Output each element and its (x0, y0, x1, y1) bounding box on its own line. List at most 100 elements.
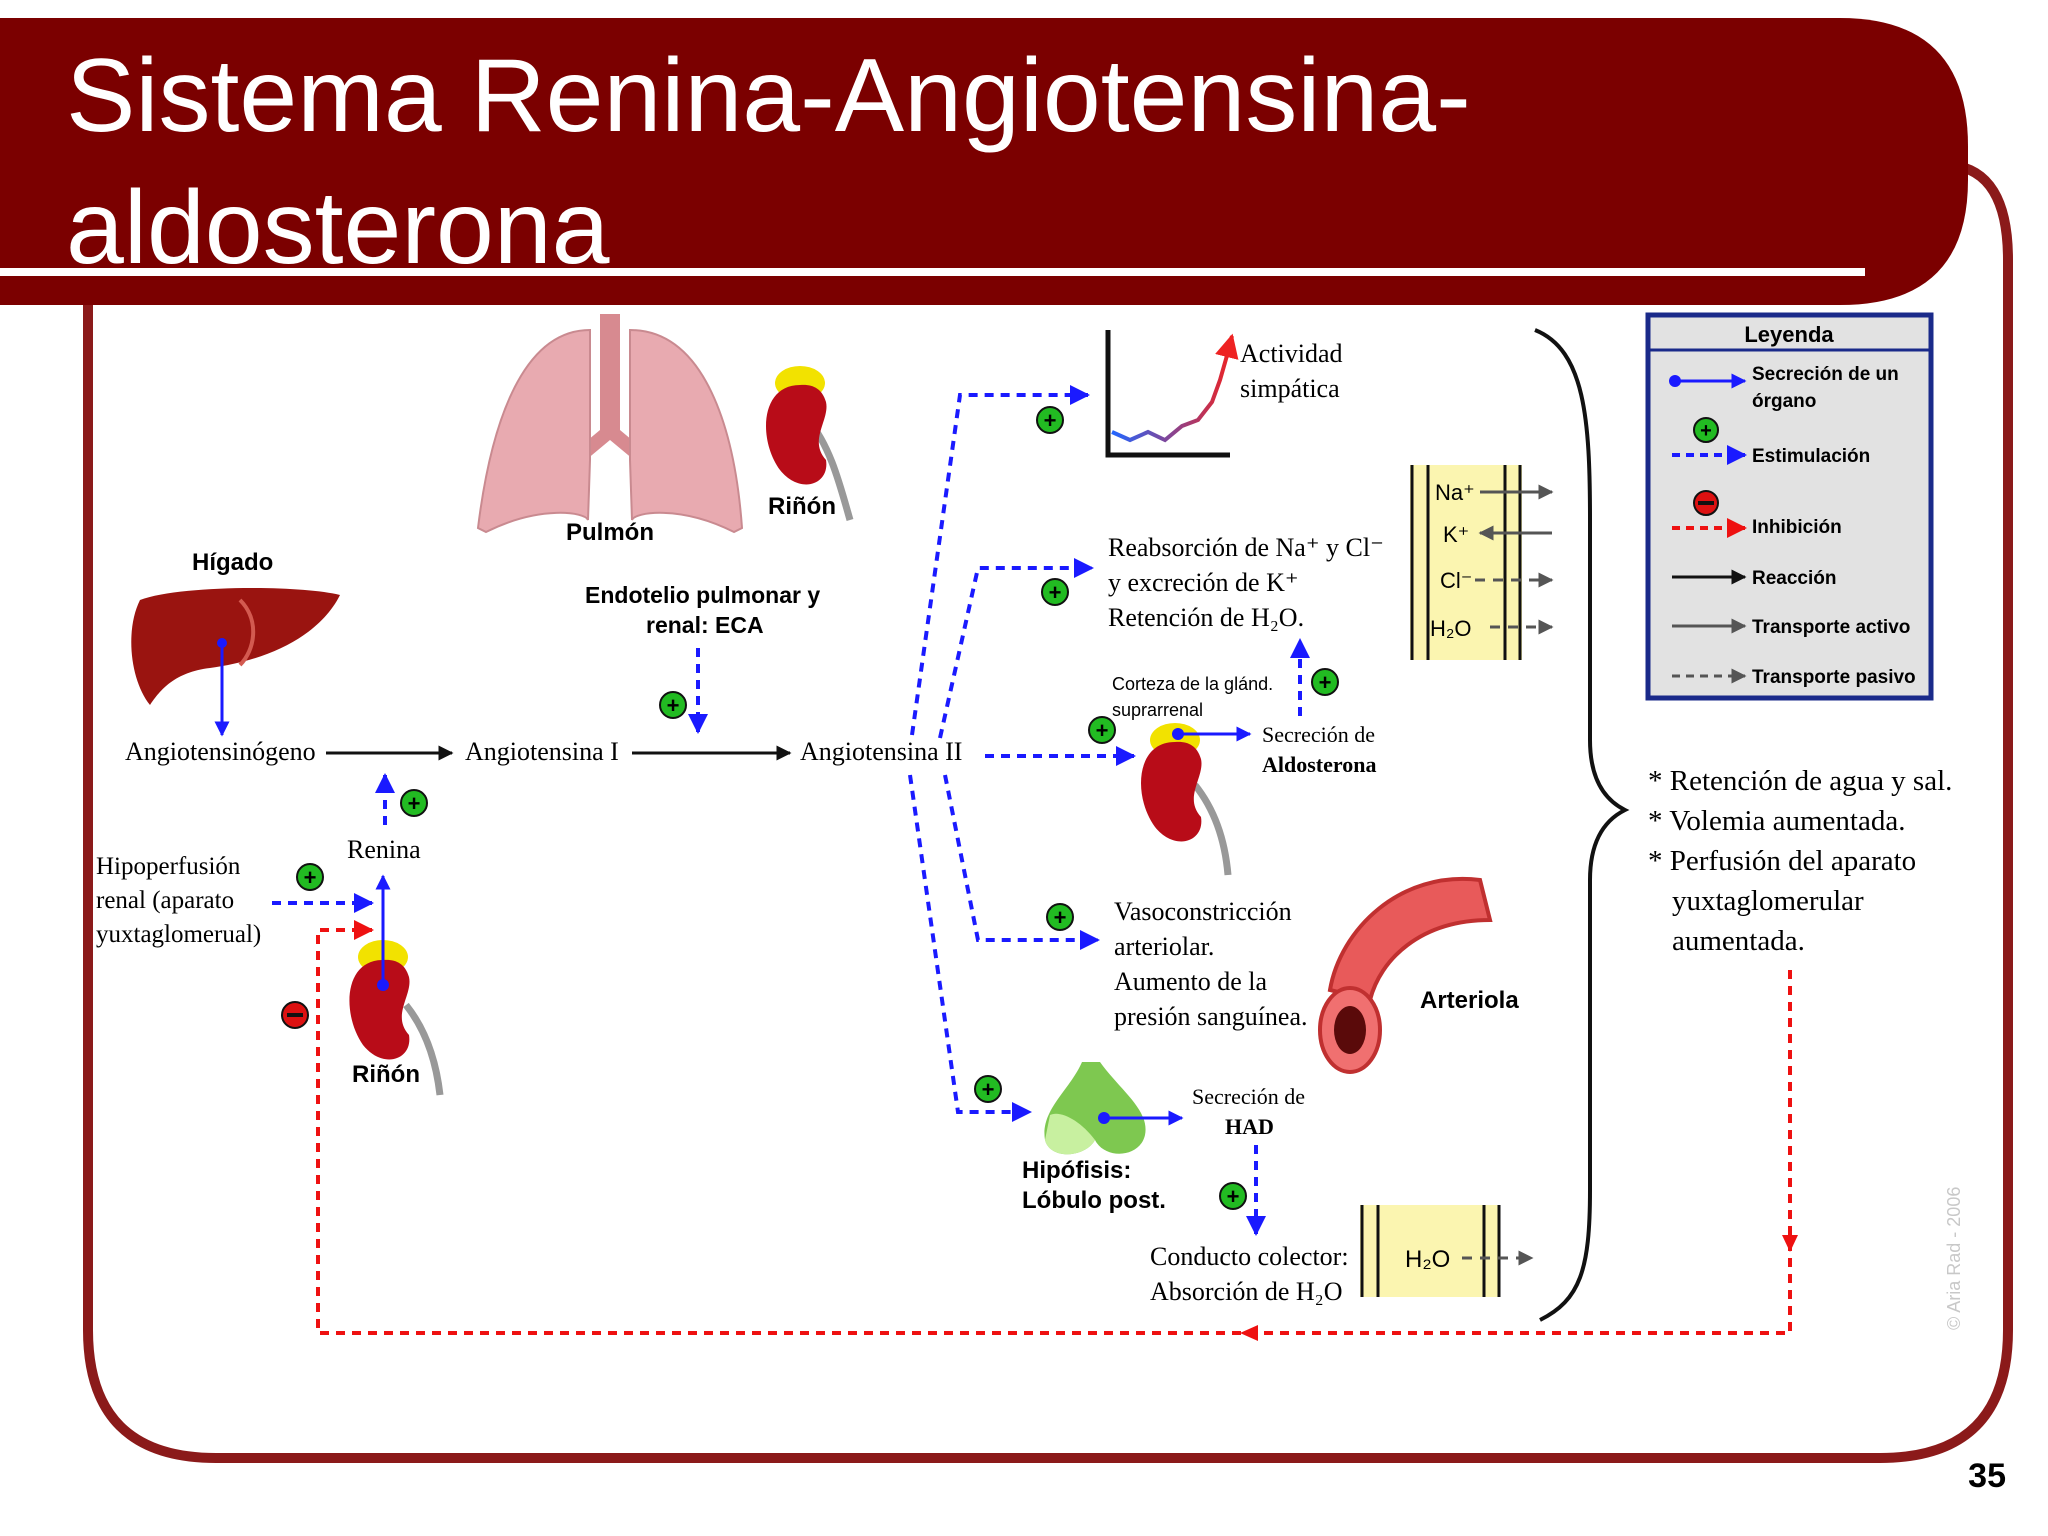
svg-text:+: + (408, 791, 421, 816)
liver-label: Hígado (192, 549, 273, 576)
collector-water-transport (1360, 1205, 1534, 1297)
legend: + (1645, 312, 1934, 701)
pituitary-label-line-1: Hipófisis: (1022, 1157, 1131, 1184)
lung-illustration (476, 314, 744, 534)
arteriole-label: Arteriola (1420, 987, 1519, 1014)
header-band (0, 18, 1968, 305)
hypoperfusion-label-line-3: yuxtaglomerual) (96, 921, 261, 948)
adrenal-secretion-dot (1172, 728, 1184, 740)
outcome-line-1: * Retención de agua y sal. (1648, 765, 1952, 797)
plus-icon: + (400, 789, 428, 817)
adrenal-label-line-1: Corteza de la glánd. (1112, 674, 1273, 694)
header-underline (0, 268, 1865, 276)
reabsorption-label-line-1: Reabsorción de Na⁺ y Cl⁻ (1108, 533, 1384, 562)
plus-icon: + (1311, 668, 1339, 696)
slide-title-line-2: aldosterona (66, 170, 610, 286)
content-border (83, 160, 2013, 1463)
plus-icon: + (1046, 903, 1074, 931)
angiotensin2-label: Angiotensina II (800, 737, 962, 766)
svg-text:+: + (1049, 580, 1062, 605)
sympathetic-label-line-2: simpática (1240, 374, 1340, 403)
legend-secretion-line-2: órgano (1752, 391, 1816, 412)
liver-illustration (131, 588, 340, 705)
adrenal-label-line-2: suprarrenal (1112, 700, 1203, 720)
pituitary-label-line-2: Lóbulo post. (1022, 1187, 1166, 1214)
svg-text:+: + (1319, 670, 1332, 695)
collector-label-line-2: Absorción de H₂O (1150, 1277, 1342, 1306)
pituitary-illustration (1044, 1062, 1146, 1155)
svg-text:+: + (667, 693, 680, 718)
branch-reabsorption (938, 558, 1094, 739)
had-label-line-1: Secreción de (1192, 1084, 1305, 1109)
had-label-line-2: HAD (1225, 1114, 1274, 1139)
ace-label-line-1: Endotelio pulmonar y (585, 582, 820, 608)
svg-text:+: + (982, 1077, 995, 1102)
svg-text:+: + (1044, 408, 1057, 433)
outcome-line-5: aumentada. (1672, 925, 1805, 957)
svg-text:+: + (1700, 420, 1712, 442)
vaso-label-line-1: Vasoconstricción (1114, 897, 1292, 926)
ion-h2o-collector: H₂O (1405, 1246, 1450, 1273)
liver-secretion-dot (217, 638, 227, 648)
ion-cl: Cl⁻ (1440, 568, 1472, 593)
svg-text:+: + (1227, 1184, 1240, 1209)
hypoperfusion-label-line-1: Hipoperfusión (96, 853, 241, 880)
page-number: 35 (1968, 1457, 2006, 1495)
kidney-renin-dot (377, 979, 389, 991)
arteriole-illustration (1318, 876, 1493, 1074)
aldosterone-label-line-2: Aldosterona (1262, 752, 1377, 777)
legend-stimulation: Estimulación (1752, 446, 1870, 467)
ion-h2o: H₂O (1430, 616, 1472, 641)
legend-title: Leyenda (1744, 322, 1834, 347)
feedback-inhibition-loop (316, 920, 1792, 1335)
svg-text:+: + (1096, 718, 1109, 743)
plus-icon: + (1219, 1182, 1247, 1210)
vaso-label-line-4: presión sanguínea. (1114, 1002, 1308, 1031)
ion-na: Na⁺ (1435, 480, 1475, 505)
vaso-label-line-3: Aumento de la (1114, 967, 1268, 996)
plus-icon: + (659, 691, 687, 719)
tubule-ion-transport (1410, 465, 1554, 660)
ion-k: K⁺ (1443, 522, 1469, 547)
adrenal-kidney-illustration (1141, 723, 1232, 876)
renin-label: Renina (347, 835, 421, 864)
aldosterone-label-line-1: Secreción de (1262, 722, 1375, 747)
kidney-top-illustration (766, 366, 854, 521)
kidney-top-label: Riñón (768, 493, 836, 520)
collector-label-line-1: Conducto colector: (1150, 1242, 1349, 1271)
feedback-arrowhead-down (1782, 1235, 1798, 1252)
sympathetic-activity-graph (1105, 330, 1239, 458)
plus-icon: + (1036, 406, 1064, 434)
legend-reaction: Reacción (1752, 568, 1836, 589)
feedback-arrowhead-left (1240, 1325, 1258, 1341)
plus-icon: + (1041, 578, 1069, 606)
plus-icon: + (1088, 716, 1116, 744)
angiotensin1-label: Angiotensina I (465, 737, 619, 766)
reabsorption-label-line-2: y excreción de K⁺ (1108, 568, 1299, 597)
angiotensinogen-label: Angiotensinógeno (125, 737, 316, 766)
kidney-bottom-label: Riñón (352, 1061, 420, 1088)
outcome-brace (1534, 328, 1630, 1322)
sympathetic-label-line-1: Actividad (1240, 339, 1343, 368)
plus-icon: + (974, 1075, 1002, 1103)
slide-title: Sistema Renina-Angiotensina- aldosterona (66, 30, 1471, 294)
legend-passive-transport: Transporte pasivo (1752, 667, 1916, 688)
hypoperfusion-label-line-2: renal (aparato (96, 887, 234, 914)
lung-label: Pulmón (566, 519, 654, 546)
branch-sympathetic (910, 385, 1090, 736)
plus-icon: + (296, 863, 324, 891)
minus-icon (281, 1001, 309, 1029)
svg-text:+: + (1054, 905, 1067, 930)
copyright-watermark: © Aria Rad - 2006 (1944, 1187, 1964, 1330)
outcome-line-4: yuxtaglomerular (1672, 885, 1864, 917)
reabsorption-label-line-3: Retención de H₂O. (1108, 603, 1304, 632)
stimulation-badges: + + + + + + + + + + (296, 406, 1339, 1210)
pituitary-secretion-dot (1098, 1112, 1110, 1124)
slide-title-line-1: Sistema Renina-Angiotensina- (66, 38, 1471, 154)
svg-text:+: + (304, 865, 317, 890)
branch-pituitary (908, 774, 1032, 1122)
ace-label-line-2: renal: ECA (646, 612, 764, 638)
legend-active-transport: Transporte activo (1752, 617, 1910, 638)
